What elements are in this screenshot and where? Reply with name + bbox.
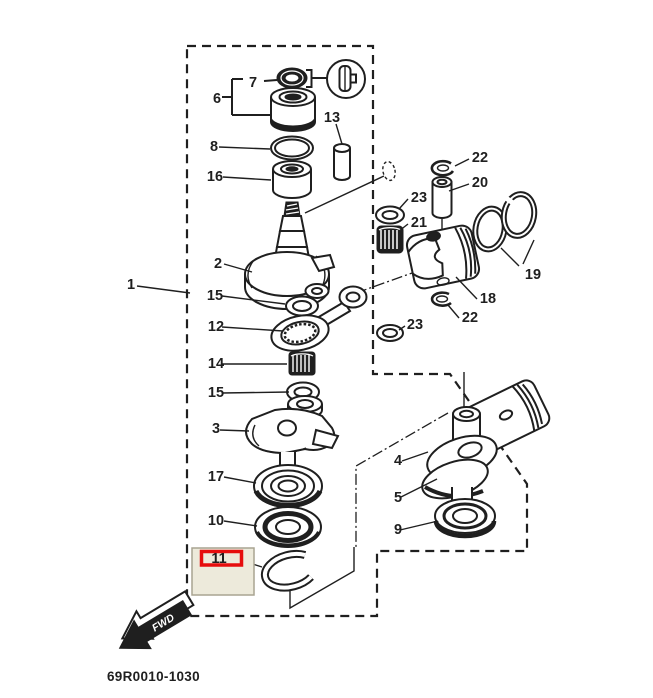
bracket-6 (222, 78, 278, 116)
callout-7: 7 (249, 75, 257, 91)
pin-position-dashed-ellipse (382, 160, 396, 182)
part-10-seal (254, 506, 322, 548)
assembly-boundary-dashed-outline (185, 44, 529, 618)
part-2-crankshaft-half (244, 201, 336, 310)
part-23-washer-a (375, 205, 405, 225)
bracket-7 (306, 69, 327, 88)
part-17-bearing (253, 464, 323, 508)
part-22-clip-b (430, 291, 452, 307)
centerline-assembled-unit (355, 412, 449, 548)
witness-line-bottom (289, 547, 355, 610)
fwd-arrow-icon: FWD (118, 589, 195, 650)
callout-3: 3 (212, 421, 220, 437)
callout-12: 12 (208, 319, 224, 335)
callout-17: 17 (208, 469, 224, 485)
callout-4: 4 (394, 453, 402, 469)
part-20-piston-pin (431, 176, 453, 239)
leader-pin-position (304, 175, 385, 214)
part-8-oring (270, 135, 314, 161)
callout-22b: 22 (462, 310, 478, 326)
callout-1: 1 (127, 277, 135, 293)
part-19-piston-rings (472, 191, 538, 253)
detail-circle (326, 59, 366, 99)
part-15-washer-a (285, 295, 319, 317)
part-14-needle-bearing (288, 351, 316, 376)
part-12-connecting-rod (270, 285, 368, 352)
callout-9: 9 (394, 522, 402, 538)
callout-10: 10 (208, 513, 224, 529)
callout-8: 8 (210, 139, 218, 155)
part-23-washer-b (376, 324, 404, 342)
highlight-red-box[interactable] (199, 549, 244, 567)
assembled-crankshaft-unit (421, 372, 551, 539)
part-9-bearing (433, 498, 497, 539)
part-21-needle-bearing (376, 225, 404, 254)
callout-15b: 15 (208, 385, 224, 401)
callout-23b: 23 (407, 317, 423, 333)
callout-23a: 23 (411, 190, 427, 206)
callout-19: 19 (525, 267, 541, 283)
callout-11-highlighted[interactable]: 11 (211, 551, 226, 567)
callout-22a: 22 (472, 150, 488, 166)
part-18-piston (405, 224, 481, 290)
part-7-seal (276, 67, 308, 89)
callout-21: 21 (411, 215, 427, 231)
callout-5: 5 (394, 490, 402, 506)
callout-2: 2 (214, 256, 222, 272)
part-3-crankshaft-half (245, 395, 340, 471)
part-16-bushing (272, 160, 312, 199)
callout-18: 18 (480, 291, 496, 307)
callout-6: 6 (213, 91, 221, 107)
callout-13: 13 (324, 110, 340, 126)
part-22-clip-a (430, 159, 455, 177)
callout-14: 14 (208, 356, 224, 372)
callout-20: 20 (472, 175, 488, 191)
part-6-housing (270, 87, 316, 132)
callout-15a: 15 (207, 288, 223, 304)
callout-16: 16 (207, 169, 223, 185)
drawing-code: 69R0010-1030 (107, 669, 200, 684)
part-11-clip (261, 549, 314, 592)
part-13-pin (333, 143, 351, 181)
